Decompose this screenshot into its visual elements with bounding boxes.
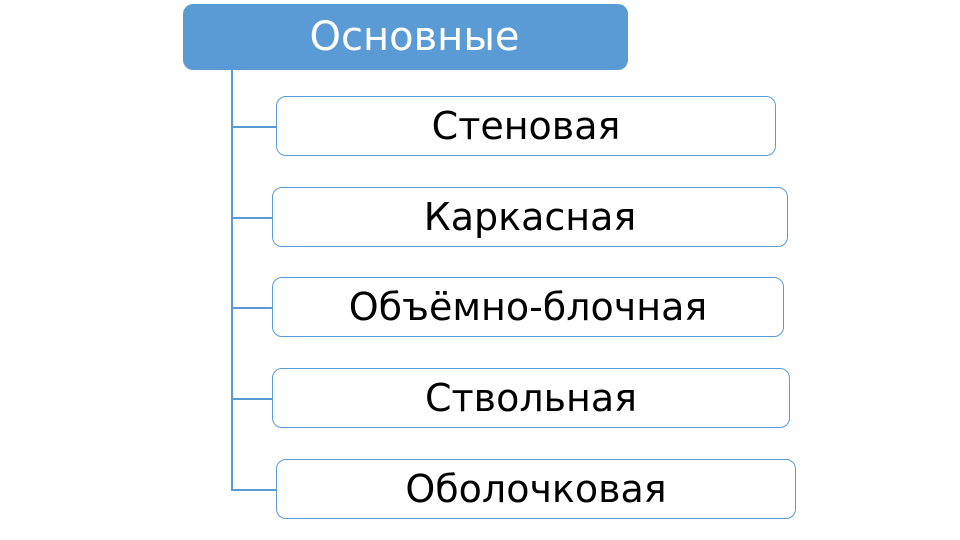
node-child-4-label: Ствольная bbox=[425, 376, 637, 420]
node-child-3[interactable]: Объёмно-блочная bbox=[272, 277, 784, 337]
connector-branch-4 bbox=[231, 398, 276, 400]
node-child-3-label: Объёмно-блочная bbox=[348, 285, 708, 329]
connector-branch-3 bbox=[231, 307, 276, 309]
node-child-2[interactable]: Каркасная bbox=[272, 187, 788, 247]
node-child-4[interactable]: Ствольная bbox=[272, 368, 790, 428]
node-child-1[interactable]: Стеновая bbox=[276, 96, 776, 156]
node-child-5-label: Оболочковая bbox=[405, 467, 667, 511]
connector-branch-1 bbox=[231, 126, 276, 128]
connector-branch-5 bbox=[231, 489, 276, 491]
node-child-1-label: Стеновая bbox=[431, 104, 621, 148]
connector-branch-2 bbox=[231, 217, 276, 219]
node-child-2-label: Каркасная bbox=[423, 195, 637, 239]
node-root[interactable]: Основные bbox=[183, 4, 628, 70]
connector-trunk bbox=[231, 70, 233, 490]
node-root-label: Основные bbox=[309, 14, 520, 60]
node-child-5[interactable]: Оболочковая bbox=[276, 459, 796, 519]
